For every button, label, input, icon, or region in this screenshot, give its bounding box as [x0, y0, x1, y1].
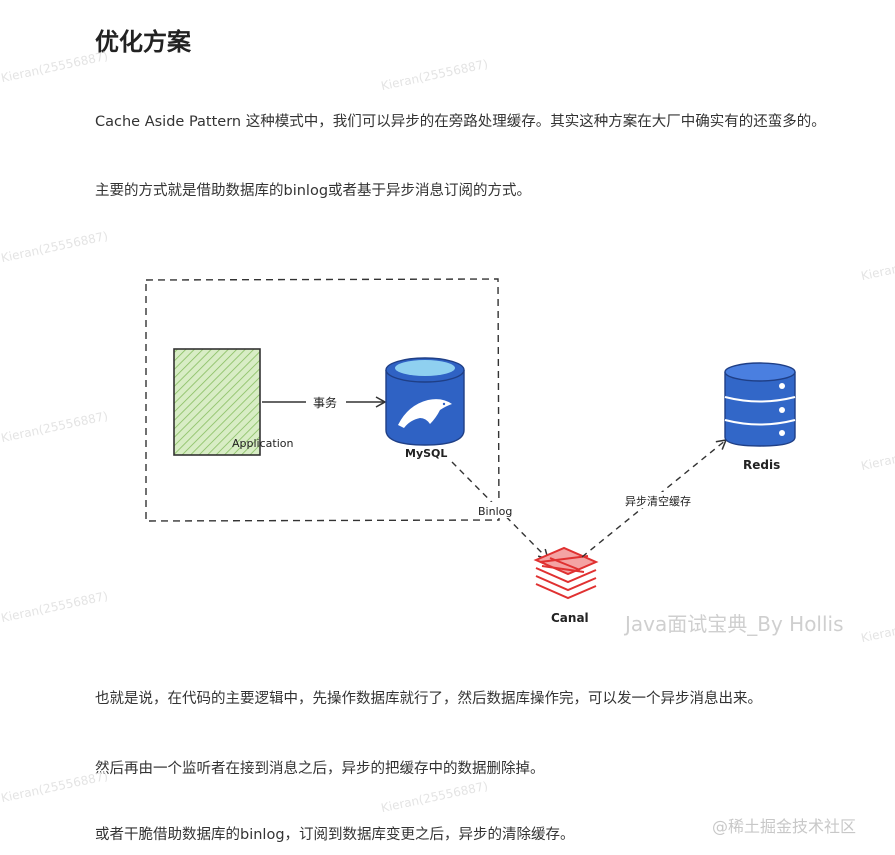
site-watermark: @稀土掘金技术社区	[712, 817, 857, 836]
paragraph-async-message: 也就是说，在代码的主要逻辑中，先操作数据库就行了，然后数据库操作完，可以发一个异…	[95, 691, 762, 707]
application-label: Application	[232, 437, 293, 450]
redis-server-icon	[724, 362, 796, 447]
architecture-diagram: Application 事务 MySQL Binlog Canal 异步清空缓存	[145, 278, 796, 625]
mysql-database-icon	[385, 357, 465, 446]
user-watermark: Kieran(25556887)	[0, 768, 110, 806]
paragraph-binlog-clear: 或者干脆借助数据库的binlog，订阅到数据库变更之后，异步的清除缓存。	[95, 827, 575, 843]
page-title: 优化方案	[95, 28, 191, 56]
user-watermark: Kieran(25556887)	[379, 778, 490, 816]
paragraph-binlog-approach: 主要的方式就是借助数据库的binlog或者基于异步消息订阅的方式。	[95, 183, 532, 199]
service-boundary	[145, 278, 500, 522]
brand-watermark: Java面试宝典_By Hollis	[625, 612, 844, 636]
canal-icon	[533, 546, 599, 600]
binlog-label: Binlog	[478, 505, 512, 518]
paragraph-cache-aside: Cache Aside Pattern 这种模式中，我们可以异步的在旁路处理缓存…	[95, 114, 826, 130]
canal-label: Canal	[551, 611, 589, 625]
mysql-label: MySQL	[405, 447, 447, 460]
transaction-label: 事务	[313, 395, 337, 410]
application-node	[173, 348, 261, 456]
paragraph-listener: 然后再由一个监听者在接到消息之后，异步的把缓存中的数据删除掉。	[95, 761, 545, 777]
async-clear-label: 异步清空缓存	[625, 494, 691, 508]
redis-label: Redis	[743, 458, 780, 472]
